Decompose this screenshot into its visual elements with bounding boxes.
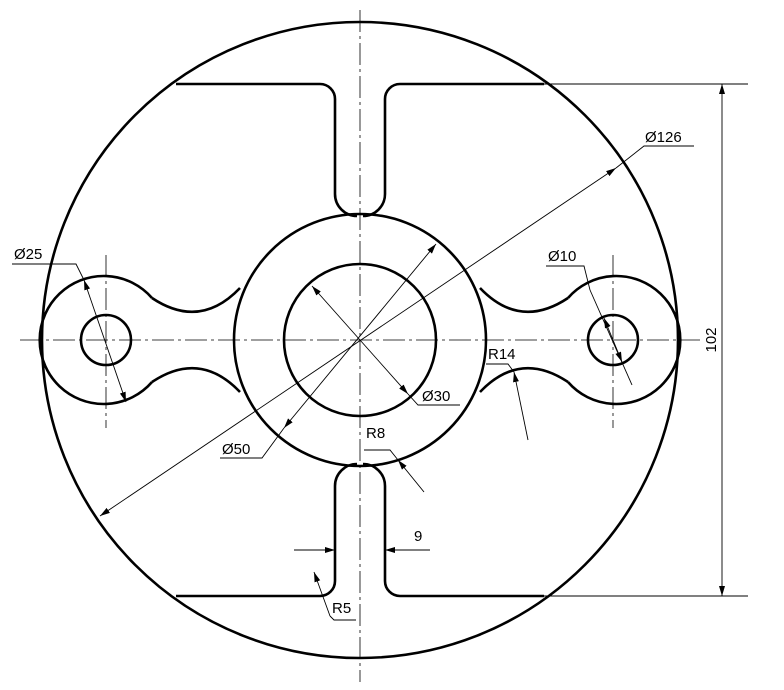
dim-slot-width: 9: [294, 528, 430, 553]
dim-slot-width-text: 9: [414, 528, 422, 545]
center-lines: [20, 10, 700, 682]
dim-hub-diameter-text: Ø50: [222, 441, 250, 458]
dim-lug-diameter-text: Ø25: [14, 246, 42, 263]
dim-arm-radius-text: R14: [488, 346, 516, 363]
right-arm-bottom: [479, 366, 569, 393]
dim-hub-diameter: Ø50: [220, 243, 437, 459]
dim-height-text: 102: [703, 327, 720, 352]
dim-corner-radius-text: R5: [332, 600, 351, 617]
dim-corner-radius: R5: [313, 571, 356, 621]
dim-height: 102: [544, 83, 748, 597]
dim-arm-radius: R14: [486, 346, 529, 441]
dim-fillet-radius-text: R8: [366, 425, 385, 442]
left-arm-bottom: [151, 366, 241, 393]
dim-outer-diameter-text: Ø126: [645, 129, 682, 146]
dim-lug-diameter: Ø25: [12, 246, 127, 403]
top-right-plate: [362, 82, 544, 218]
dim-hole-diameter: Ø10: [546, 248, 633, 386]
top-left-plate: [176, 82, 358, 218]
dim-hole-diameter-text: Ø10: [548, 248, 576, 265]
dim-bore-diameter-text: Ø30: [422, 388, 450, 405]
right-arm-top: [479, 287, 569, 314]
dim-fillet-radius: R8: [364, 425, 425, 493]
dim-outer-diameter: Ø126: [99, 129, 694, 517]
left-arm-top: [151, 287, 241, 314]
bottom-left-plate: [176, 462, 358, 598]
bottom-right-plate: [362, 462, 544, 598]
dim-bore-diameter: Ø30: [311, 285, 460, 406]
outer-circle: [40, 20, 680, 660]
